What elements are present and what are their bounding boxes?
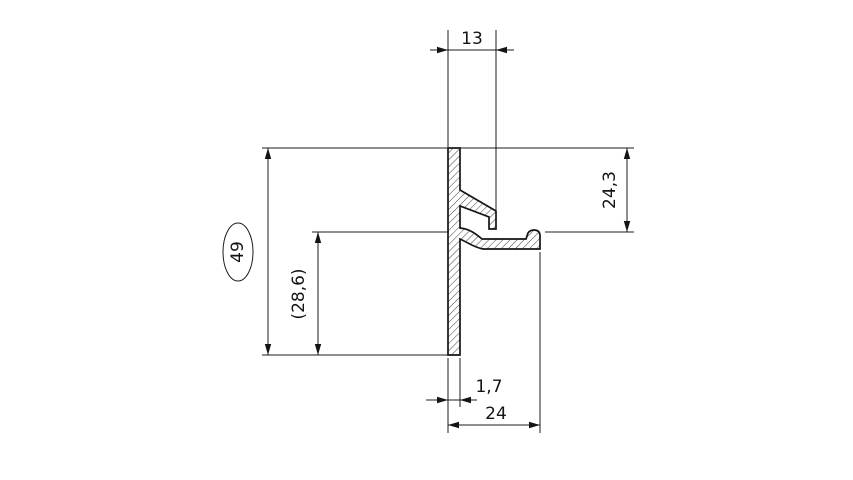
- arrowhead-top-left: [437, 46, 448, 54]
- arrowhead-bottom-left: [448, 421, 459, 429]
- dimension-wall-thickness: 1,7: [426, 377, 503, 404]
- arrowhead-partial-top: [314, 232, 322, 243]
- inspection-balloon: [222, 222, 254, 282]
- dim-right-height-label: 24,3: [600, 171, 620, 209]
- arrowhead-overall-bottom: [264, 344, 272, 355]
- dim-overall-height-label: 49: [228, 241, 248, 263]
- dimension-overall-height: 49: [222, 148, 272, 355]
- arrowhead-partial-bottom: [314, 344, 322, 355]
- dimension-bottom-width: 24: [448, 404, 540, 429]
- dimension-partial-height: (28,6): [289, 232, 322, 355]
- dim-partial-height-label: (28,6): [289, 268, 309, 319]
- extension-lines: [262, 30, 634, 433]
- arrowhead-right-bottom: [623, 221, 631, 232]
- arrowhead-bottom-right: [529, 421, 540, 429]
- dim-bottom-width-label: 24: [485, 404, 507, 424]
- dim-wall-thickness-label: 1,7: [475, 377, 502, 397]
- profile-outline: [447, 147, 541, 356]
- dimension-top-width: 13: [430, 29, 514, 54]
- dimension-right-height: 24,3: [600, 148, 631, 232]
- arrowhead-right-top: [623, 148, 631, 159]
- arrowhead-top-right: [496, 46, 507, 54]
- dim-top-width-label: 13: [461, 29, 483, 49]
- arrowhead-overall-top: [264, 148, 272, 159]
- profile-section: [447, 147, 541, 356]
- arrowhead-thickness-left: [437, 396, 448, 404]
- arrowhead-thickness-right: [460, 396, 471, 404]
